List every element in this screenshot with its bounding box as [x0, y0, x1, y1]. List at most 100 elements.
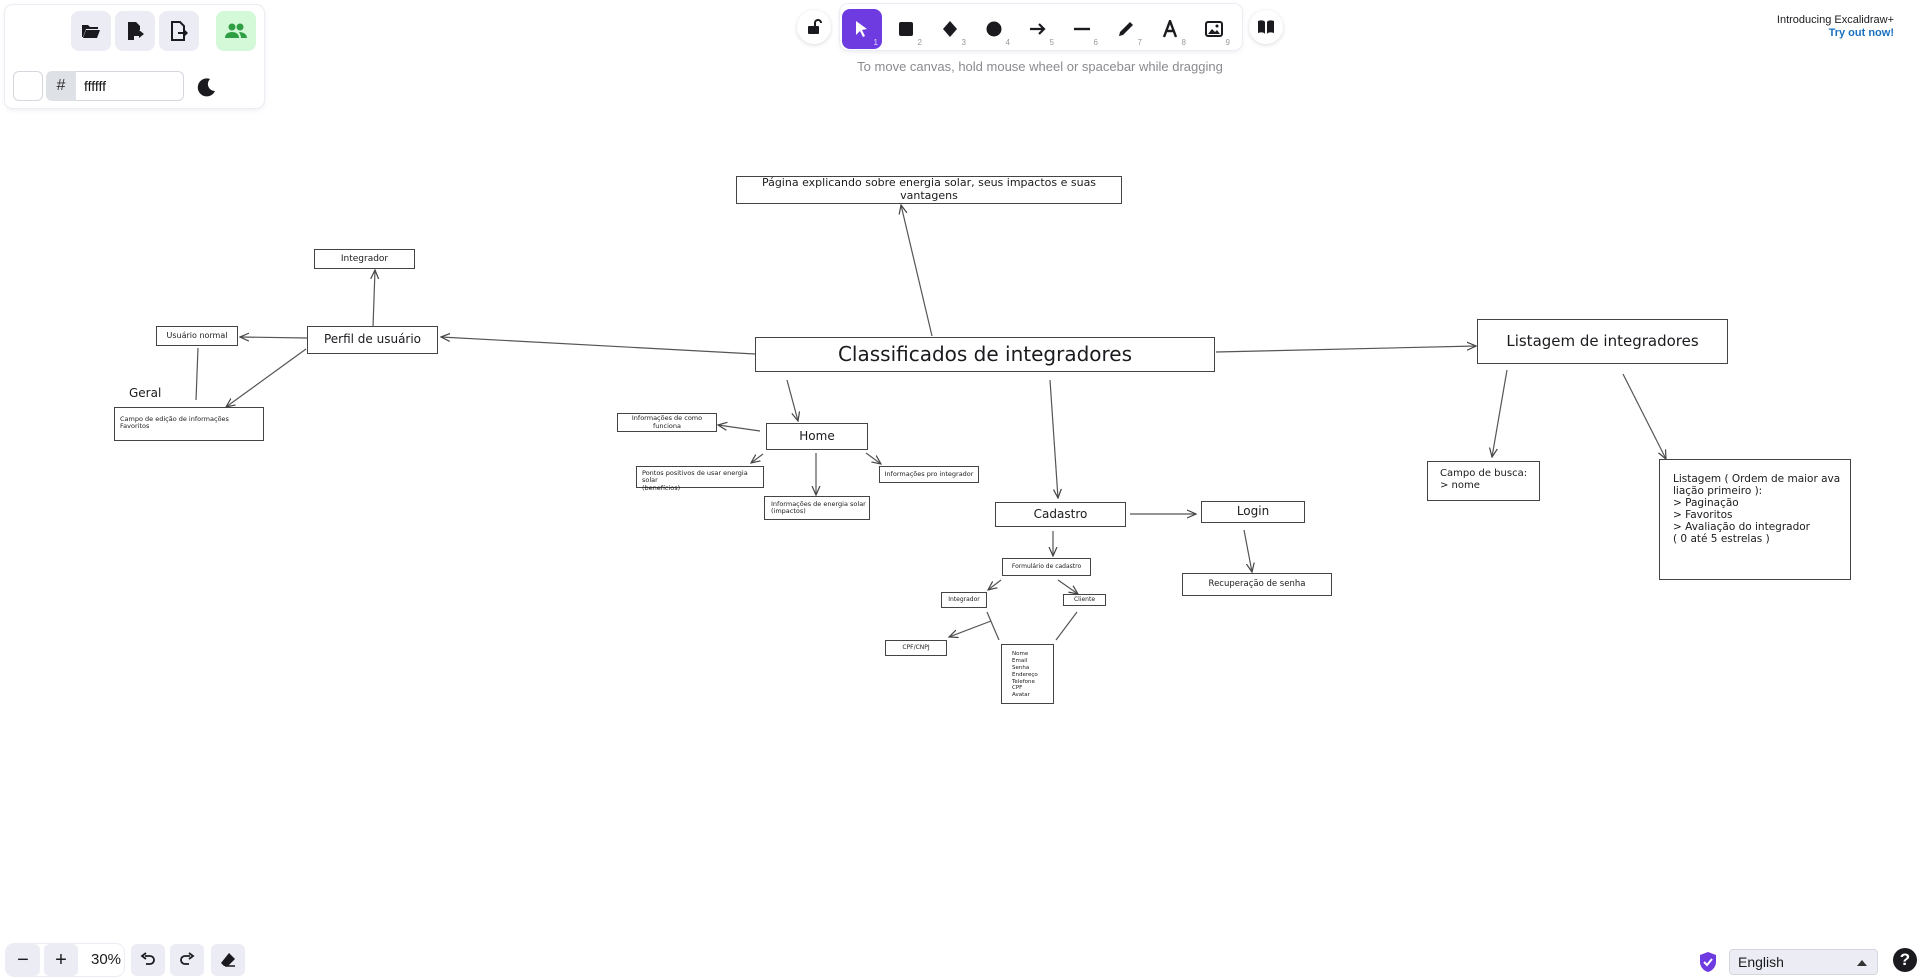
shortcut-7: 7 [1137, 38, 1142, 47]
campos-box: Nome Email Senha Endereço Telefone CPF A… [1001, 644, 1054, 704]
folder-open-icon [82, 25, 100, 38]
book-icon [1258, 20, 1274, 34]
login-box: Login [1201, 501, 1305, 523]
save-file-icon [128, 22, 144, 40]
arrow-to-cad-integrador [988, 579, 1002, 590]
shapes-toolbar: 1 2 3 4 5 6 7 [840, 4, 1242, 50]
lock-button[interactable] [797, 10, 831, 44]
arrow-to-integrador [373, 270, 375, 328]
library-button[interactable] [1249, 10, 1283, 44]
arrow-to-info-funciona [718, 425, 761, 432]
diamond-icon [943, 21, 957, 37]
language-select[interactable]: English [1729, 949, 1878, 975]
geral-label: Geral [129, 386, 162, 400]
arrow-to-pontos [751, 453, 764, 463]
shortcut-8: 8 [1181, 38, 1186, 47]
arrow-to-solar-page [901, 205, 933, 337]
clear-canvas-button[interactable] [211, 944, 245, 976]
pointer-icon [856, 21, 867, 37]
selection-tool[interactable]: 1 [842, 9, 882, 49]
background-color-input[interactable] [76, 71, 184, 101]
home-box: Home [766, 423, 868, 450]
canvas-hint: To move canvas, hold mouse wheel or spac… [857, 59, 1223, 74]
shortcut-1: 1 [873, 38, 878, 47]
redo-icon [180, 952, 195, 965]
rectangle-tool[interactable]: 2 [886, 9, 926, 49]
zoom-in-button[interactable]: + [44, 944, 78, 976]
zoom-controls: − + 30% [6, 944, 124, 976]
info-funciona-box: Informações de como funciona [617, 413, 717, 432]
main-menu-island: # [5, 5, 264, 108]
arrow-icon [1030, 23, 1046, 35]
arrow-to-listagem-detail [1622, 373, 1666, 459]
info-integrador-box: Informações pro integrador [879, 466, 979, 483]
export-button[interactable] [159, 11, 199, 51]
recuperacao-box: Recuperação de senha [1182, 573, 1332, 596]
zoom-out-button[interactable]: − [6, 944, 40, 976]
shortcut-3: 3 [961, 38, 966, 47]
text-icon [1162, 20, 1178, 38]
language-value: English [1738, 954, 1784, 970]
pencil-icon [1119, 22, 1133, 36]
campo-edicao-box: Campo de edição de informações Favoritos [114, 407, 264, 441]
ellipse-tool[interactable]: 4 [974, 9, 1014, 49]
cpf-cnpj-box: CPF/CNPJ [885, 640, 947, 656]
background-color-swatch[interactable] [13, 71, 43, 101]
help-button[interactable]: ? [1893, 948, 1917, 972]
arrow-to-cadastro [1049, 379, 1058, 498]
redo-button[interactable] [170, 944, 204, 976]
hash-label: # [46, 71, 76, 101]
usuario-normal-box: Usuário normal [156, 326, 238, 346]
arrow-tool[interactable]: 5 [1018, 9, 1058, 49]
solar-page-box: Página explicando sobre energia solar, s… [736, 176, 1122, 204]
promo-link[interactable]: Try out now! [1828, 27, 1894, 39]
shortcut-4: 4 [1005, 38, 1010, 47]
shortcut-9: 9 [1225, 38, 1230, 47]
promo-title: Introducing Excalidraw+ [1776, 14, 1894, 26]
diamond-tool[interactable]: 3 [930, 9, 970, 49]
arrow-to-home [786, 379, 798, 421]
title-box: Classificados de integradores [755, 337, 1215, 372]
shortcut-2: 2 [917, 38, 922, 47]
excalidraw-plus-promo: Introducing Excalidraw+ Try out now! [1777, 14, 1894, 40]
cadastro-box: Cadastro [995, 502, 1126, 527]
save-button[interactable] [115, 11, 155, 51]
undo-icon [140, 952, 155, 965]
shortcut-6: 6 [1093, 38, 1098, 47]
arrow-to-campo-edicao [226, 348, 307, 407]
line-tool[interactable]: 6 [1062, 9, 1102, 49]
info-energia-box: Informações de energia solar (impactos) [764, 496, 870, 520]
pontos-positivos-box: Pontos positivos de usar energia solar (… [636, 466, 764, 492]
arrow-to-recuperacao [1243, 529, 1252, 572]
line-usuario-to-campo [195, 347, 199, 401]
caret-up-icon [1857, 960, 1867, 966]
cad-integrador-box: Integrador [941, 592, 987, 608]
shield-check-icon[interactable] [1698, 951, 1718, 973]
image-tool[interactable]: 9 [1194, 9, 1234, 49]
cliente-box: Cliente [1063, 594, 1106, 606]
moon-icon[interactable] [195, 76, 217, 98]
undo-button[interactable] [131, 944, 165, 976]
square-icon [899, 22, 913, 36]
shortcut-5: 5 [1049, 38, 1054, 47]
line-cliente-to-campos [1055, 611, 1078, 641]
export-image-icon [171, 21, 188, 41]
arrow-to-cpf [949, 620, 992, 637]
arrow-to-cliente [1057, 579, 1078, 594]
arrow-to-listagem [1215, 346, 1476, 353]
unlock-icon [808, 19, 822, 34]
eraser-icon [221, 953, 235, 967]
arrow-to-usuario-normal [240, 337, 308, 338]
open-button[interactable] [71, 11, 111, 51]
line-integrador-to-campos [986, 611, 1000, 641]
image-icon [1205, 21, 1223, 37]
listagem-title-box: Listagem de integradores [1477, 319, 1728, 364]
draw-tool[interactable]: 7 [1106, 9, 1146, 49]
text-tool[interactable]: 8 [1150, 9, 1190, 49]
arrow-to-info-integrador [865, 452, 881, 464]
collaborate-button[interactable] [216, 11, 256, 51]
zoom-level[interactable]: 30% [90, 951, 122, 968]
line-icon [1074, 27, 1090, 31]
